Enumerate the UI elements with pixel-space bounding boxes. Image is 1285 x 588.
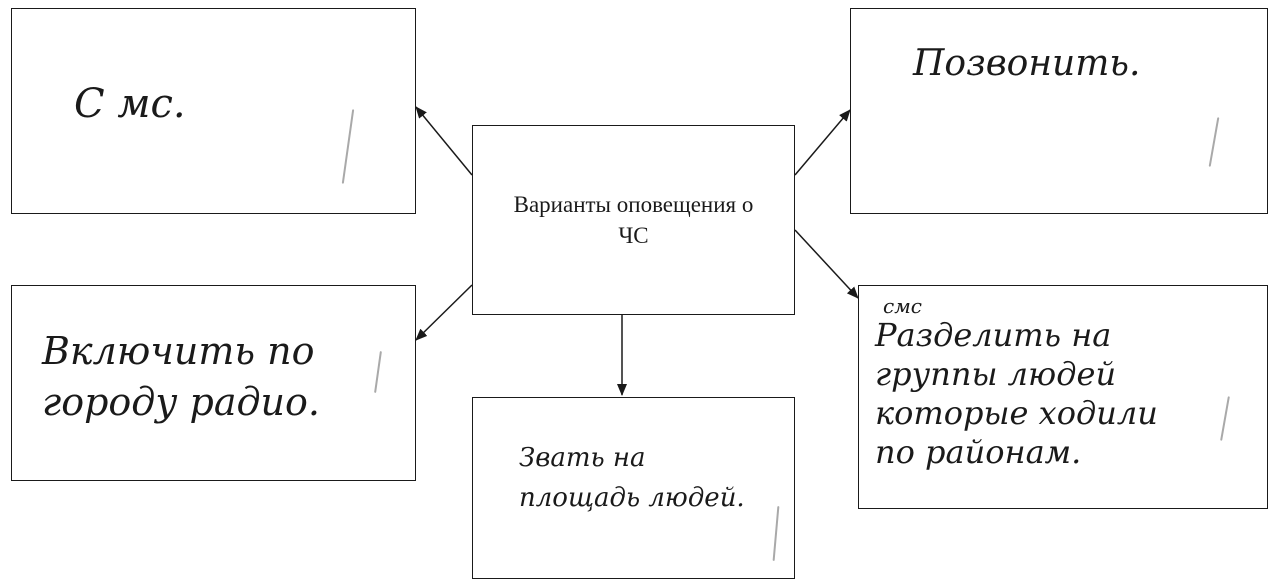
arrow-to-top-left [415, 106, 473, 176]
pencil-mark [1208, 117, 1220, 167]
answer-box-bottom-center: Звать на площадь людей. [472, 397, 795, 579]
answer-box-top-right: Позвонить. [850, 8, 1268, 214]
answer-box-middle-right: смс Разделить на группы людей которые хо… [858, 285, 1268, 509]
central-topic-box: Варианты оповещения о ЧС [472, 125, 795, 315]
pencil-mark [1220, 396, 1230, 441]
pencil-mark [374, 351, 382, 393]
answer-text-middle-left: Включить по городу радио. [42, 329, 320, 425]
arrow-to-middle-right [794, 229, 859, 299]
answer-box-top-left: С мс. [11, 8, 416, 214]
answer-text-top-left: С мс. [74, 81, 186, 127]
arrow-to-middle-left [415, 284, 473, 341]
pencil-mark [341, 109, 355, 184]
answer-text-middle-right: Разделить на группы людей которые ходили… [875, 316, 1158, 472]
answer-text-bottom-center: Звать на площадь людей. [519, 443, 745, 514]
pencil-mark [772, 506, 780, 561]
arrow-to-top-right [794, 109, 851, 176]
central-topic-text: Варианты оповещения о ЧС [513, 191, 754, 248]
answer-box-middle-left: Включить по городу радио. [11, 285, 416, 481]
answer-text-top-right: Позвонить. [913, 43, 1141, 84]
answer-note-middle-right: смс [883, 294, 922, 318]
